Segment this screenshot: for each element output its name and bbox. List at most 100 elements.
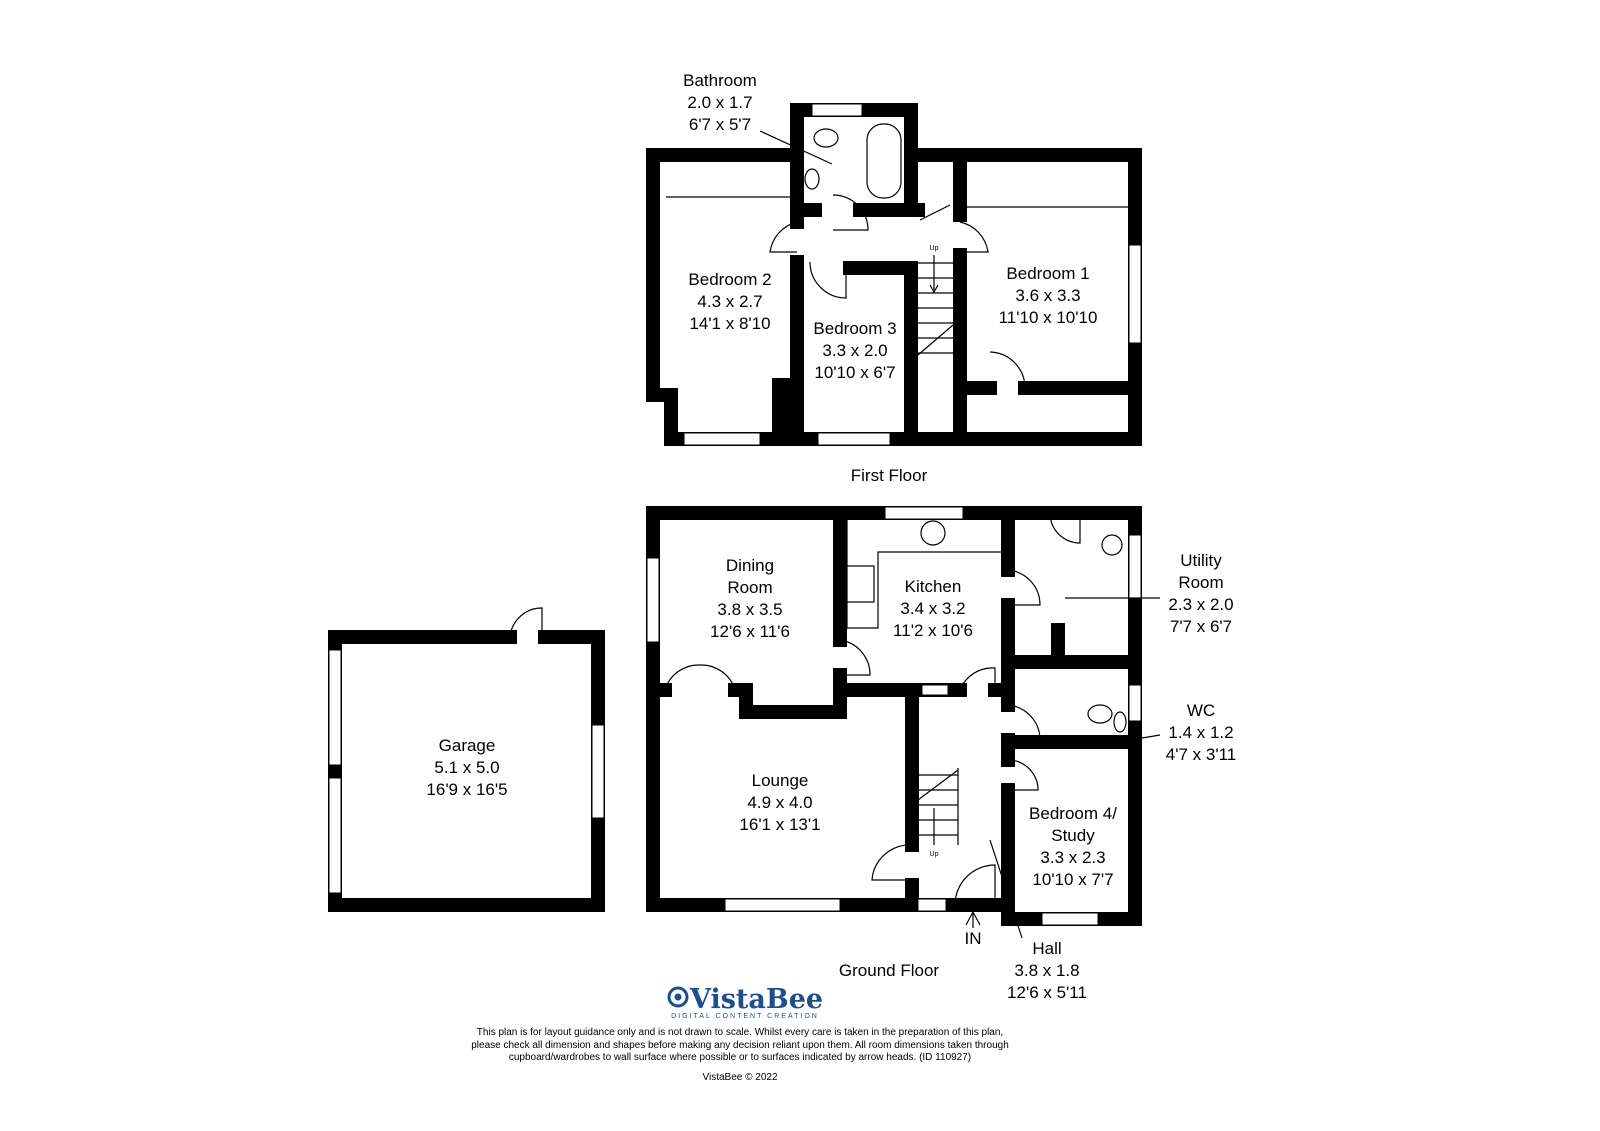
room-name: Utility bbox=[1180, 551, 1222, 570]
door-swing bbox=[1007, 704, 1041, 741]
room-metric: 4.3 x 2.7 bbox=[697, 292, 762, 311]
room-imperial: 6'7 x 5'7 bbox=[689, 115, 751, 134]
window bbox=[1041, 912, 1099, 926]
stairs bbox=[917, 255, 954, 356]
window bbox=[811, 103, 863, 117]
stairs-label: Up bbox=[930, 851, 939, 858]
sink-icon bbox=[920, 520, 946, 546]
room-metric: 2.0 x 1.7 bbox=[687, 93, 752, 112]
door-swing bbox=[919, 204, 951, 221]
door-swing bbox=[989, 351, 1026, 389]
toilet-icon bbox=[813, 128, 839, 148]
door-swing bbox=[509, 607, 543, 638]
window bbox=[921, 684, 949, 696]
sink-icon bbox=[804, 168, 820, 190]
window bbox=[724, 898, 841, 912]
label-leader bbox=[759, 130, 833, 165]
door-swing bbox=[871, 844, 913, 881]
room-metric: 3.4 x 3.2 bbox=[900, 599, 965, 618]
room-name: Kitchen bbox=[905, 577, 962, 596]
ground-floor-outer-wall bbox=[646, 506, 1142, 926]
room-name: Hall bbox=[1032, 939, 1061, 958]
stairs-label: Up bbox=[930, 245, 939, 252]
room-metric: 3.8 x 3.5 bbox=[717, 600, 782, 619]
garage-door bbox=[328, 649, 342, 766]
vistabee-logo: VistaBee DIGITAL CONTENT CREATION bbox=[667, 984, 823, 1020]
copyright: VistaBee © 2022 bbox=[702, 1072, 778, 1083]
disclaimer-line: cupboard/wardrobes to wall surface where… bbox=[508, 1052, 972, 1063]
window bbox=[1128, 534, 1142, 600]
room-imperial: 12'6 x 11'6 bbox=[710, 622, 790, 641]
brand-name: VistaBee bbox=[689, 984, 823, 1015]
garage-wall bbox=[328, 630, 605, 912]
brand-tagline: DIGITAL CONTENT CREATION bbox=[671, 1013, 819, 1020]
entrance-label: IN bbox=[965, 929, 982, 948]
room-imperial: 11'10 x 10'10 bbox=[999, 308, 1098, 327]
door-swing bbox=[1007, 569, 1041, 606]
garage-door bbox=[328, 777, 342, 894]
window bbox=[683, 432, 761, 446]
disclaimer: This plan is for layout guidance only an… bbox=[400, 1027, 1080, 1065]
window bbox=[917, 898, 947, 912]
door-swing bbox=[839, 639, 871, 676]
room-name-line2: Study bbox=[1051, 826, 1095, 845]
room-metric: 3.6 x 3.3 bbox=[1015, 286, 1080, 305]
door-swing bbox=[832, 194, 869, 231]
window bbox=[884, 506, 964, 520]
window bbox=[1128, 244, 1142, 344]
room-imperial: 16'9 x 16'5 bbox=[426, 780, 507, 799]
door-swing bbox=[809, 261, 847, 299]
door-swing bbox=[959, 221, 989, 253]
window bbox=[646, 557, 660, 643]
room-imperial: 14'1 x 8'10 bbox=[689, 314, 770, 333]
toilet-icon bbox=[1087, 704, 1113, 724]
window bbox=[1128, 684, 1142, 722]
label-leader bbox=[989, 839, 1023, 939]
window bbox=[817, 432, 891, 446]
first-floor-outer-wall bbox=[646, 103, 1142, 446]
disclaimer-line: please check all dimension and shapes be… bbox=[471, 1039, 1009, 1051]
label-leader bbox=[1099, 734, 1161, 746]
room-name: Dining bbox=[726, 556, 774, 575]
door-swing bbox=[664, 664, 736, 691]
kitchen-worktop bbox=[846, 520, 1001, 629]
room-metric: 3.3 x 2.3 bbox=[1040, 848, 1105, 867]
room-imperial: 16'1 x 13'1 bbox=[739, 815, 820, 834]
room-imperial: 7'7 x 6'7 bbox=[1170, 617, 1232, 636]
floor-label: First Floor bbox=[851, 466, 928, 485]
room-metric: 5.1 x 5.0 bbox=[434, 758, 499, 777]
room-name: Bedroom 3 bbox=[813, 319, 896, 338]
room-name: Lounge bbox=[752, 771, 809, 790]
window bbox=[591, 724, 605, 819]
room-metric: 2.3 x 2.0 bbox=[1168, 595, 1233, 614]
ground-floor-plan: Up IN Dining Room 3.8 x 3.5 12'6 x 11'6 … bbox=[328, 506, 1236, 1002]
wardrobe bbox=[666, 196, 1128, 208]
room-imperial: 12'6 x 5'11 bbox=[1007, 983, 1087, 1002]
room-imperial: 4'7 x 3'11 bbox=[1166, 745, 1236, 764]
floor-label: Ground Floor bbox=[839, 961, 939, 980]
room-metric: 1.4 x 1.2 bbox=[1168, 723, 1233, 742]
room-name: Bedroom 1 bbox=[1006, 264, 1089, 283]
room-name-line2: Room bbox=[1178, 573, 1223, 592]
disclaimer-line: This plan is for layout guidance only an… bbox=[476, 1027, 1004, 1038]
stairs bbox=[917, 768, 959, 845]
room-metric: 3.8 x 1.8 bbox=[1014, 961, 1079, 980]
room-metric: 3.3 x 2.0 bbox=[822, 341, 887, 360]
room-name-line2: Room bbox=[727, 578, 772, 597]
sink-icon bbox=[1101, 534, 1123, 556]
door-swing bbox=[1007, 759, 1039, 791]
entrance-arrow-icon bbox=[965, 910, 981, 928]
room-imperial: 10'10 x 7'7 bbox=[1032, 870, 1113, 889]
sink-icon bbox=[1113, 711, 1127, 733]
room-imperial: 11'2 x 10'6 bbox=[893, 621, 973, 640]
room-name: Bedroom 2 bbox=[688, 270, 771, 289]
door-swing bbox=[769, 221, 798, 253]
bath-icon bbox=[866, 123, 902, 199]
room-name: Garage bbox=[439, 736, 496, 755]
room-name: WC bbox=[1187, 701, 1215, 720]
first-floor-plan: Up Bathroom 2.0 x 1.7 6'7 x 5'7 Bedroom … bbox=[646, 71, 1142, 485]
door-swing bbox=[959, 667, 996, 691]
room-imperial: 10'10 x 6'7 bbox=[814, 363, 895, 382]
logo-icon bbox=[667, 986, 689, 1008]
